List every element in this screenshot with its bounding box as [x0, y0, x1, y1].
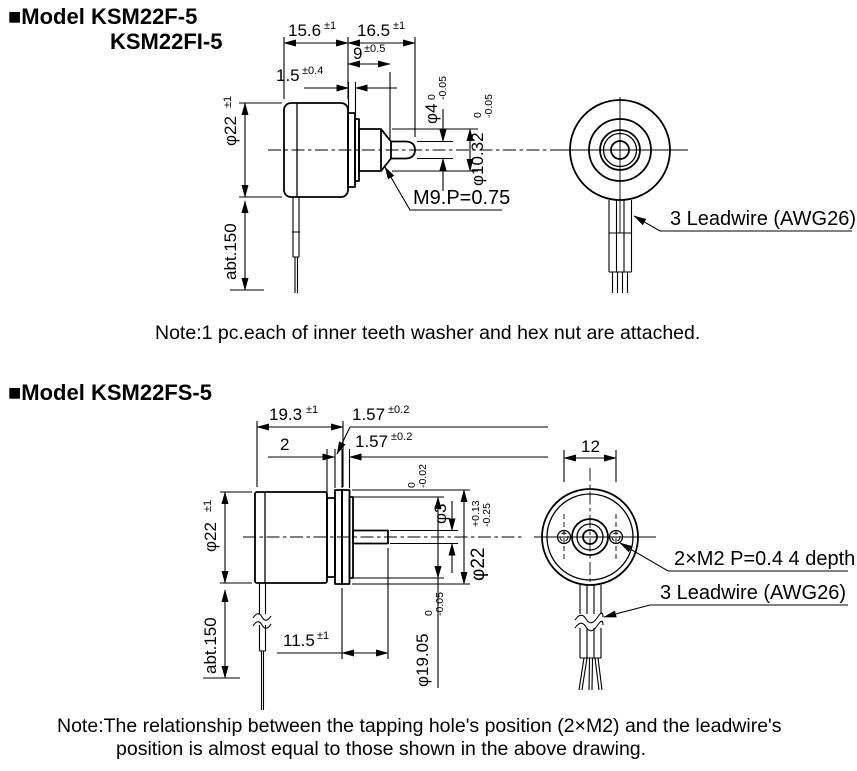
leadwire-front	[608, 200, 633, 293]
leadwire-leader-line	[633, 215, 852, 232]
dim-phi22-body-label: φ22 ±1	[201, 500, 220, 552]
leadwire-side	[258, 583, 267, 710]
extension-lines-11-5	[277, 548, 389, 659]
dim-phi22-flange-tol-lower: -0.25	[481, 503, 493, 527]
dim-phi3-tol-label: 0 -0.02	[406, 464, 429, 488]
extension-lines-19-3	[256, 421, 344, 487]
dim-16-5-tol: ±1	[393, 20, 405, 32]
dim-phi22-label: φ22 ±1	[221, 96, 240, 146]
dim-16-5: 16.5	[357, 21, 390, 40]
dim-1-57b-tol: ±0.2	[391, 431, 412, 443]
dim-phi22-flange-label: φ22	[468, 548, 489, 581]
dim-phi19-05-tol-upper: 0	[423, 610, 435, 616]
dim-phi19-05-label: φ19.05	[413, 633, 432, 687]
model1-note: Note:1 pc.each of inner teeth washer and…	[155, 322, 700, 344]
model1-title-line2: KSM22FI-5	[110, 29, 222, 54]
dim-phi4-label: φ4 0 -0.05	[422, 76, 449, 124]
leadwire-callout: 3 Leadwire (AWG26)	[660, 582, 846, 604]
dim-11-5: 11.5	[283, 631, 315, 650]
dim-phi22-flange-tol-upper: +0.13	[470, 500, 482, 527]
leadwire-callout: 3 Leadwire (AWG26)	[670, 208, 856, 230]
dim-2: 2	[280, 435, 289, 454]
dim-phi22-body-tol: ±1	[202, 500, 214, 512]
model2-dimensions: 19.3 ±1 1.57 ±0.2 2 1.57 ±0.2 φ3 0 -0.02	[201, 404, 548, 688]
dim-abt150-label: abt.150	[221, 223, 240, 280]
dim-abt150: abt.150	[221, 223, 240, 280]
body-outline	[254, 491, 328, 584]
dim-12: 12	[581, 437, 600, 456]
dim-phi22-flange: φ22	[468, 548, 489, 581]
leadwire-side	[292, 197, 300, 293]
dim-phi22-body: φ22	[201, 522, 220, 552]
dim-phi10-32-tol-upper: 0	[472, 112, 484, 118]
dim-phi10-32-label: φ10.32 0 -0.05	[468, 94, 495, 186]
tap-leader-line	[619, 542, 848, 572]
tap-callout: 2×M2 P=0.4 4 depth	[674, 548, 855, 570]
leadwire-front-wires	[578, 657, 603, 691]
leadwire-break-symbol	[252, 613, 272, 629]
model2-note-line2: position is almost equal to those shown …	[116, 738, 646, 760]
dim-phi4-tol-lower: -0.05	[437, 76, 449, 100]
dim-phi10-32: φ10.32	[468, 132, 487, 186]
model1-side-view	[268, 102, 558, 293]
dim-1-57b: 1.57	[355, 432, 388, 451]
thread-callout: M9.P=0.75	[413, 187, 510, 209]
model2-front-view: 12 2×M2 P=0.4 4 depth 3 Leadwire (AWG26)	[534, 437, 855, 691]
dim-phi3-tol-lower: -0.02	[417, 464, 429, 488]
model1-front-view: 3 Leadwire (AWG26)	[552, 97, 856, 293]
dim-phi4: φ4	[422, 104, 441, 124]
dim-19-3: 19.3	[269, 405, 302, 424]
dim-phi4-tol-upper: 0	[426, 94, 438, 100]
extension-lines-top	[283, 37, 416, 137]
model2-section: ■Model KSM22FS-5 19.3 ±1 1.57 ±0.2	[8, 380, 855, 760]
dim-19-3-tol: ±1	[306, 404, 318, 416]
dim-9-tol: ±0.5	[364, 43, 385, 55]
model1-dimensions: 15.6 ±1 16.5 ±1 9 ±0.5 1.5 ±0.4 φ4 0 -0.…	[221, 20, 510, 291]
leadwire-leader-line	[603, 604, 848, 618]
dim-abt150-label: abt.150	[201, 617, 220, 674]
extension-lines-flange	[352, 489, 470, 585]
extension-lines-1-5	[347, 82, 357, 116]
extension-lines-phi3	[390, 529, 458, 545]
dim-phi19-05-tol-label: 0 -0.05	[423, 592, 446, 616]
dim-phi22: φ22	[221, 116, 240, 146]
model2-note-line1: Note:The relationship between the tappin…	[57, 715, 782, 737]
dim-1-57a: 1.57	[352, 405, 385, 424]
dim-phi3: φ3	[431, 504, 450, 524]
dim-phi22-flange-tol-label: +0.13 -0.25	[470, 500, 493, 527]
dim-abt150: abt.150	[201, 617, 220, 674]
extension-lines-phi10-32	[392, 128, 478, 172]
dim-phi22-tol: ±1	[222, 96, 234, 108]
dim-1-57a-tol: ±0.2	[388, 404, 409, 416]
dim-15-6-tol: ±1	[324, 20, 336, 32]
extension-lines-pilot	[353, 496, 444, 688]
dim-1-5: 1.5	[276, 66, 300, 85]
dim-11-5-tol: ±1	[317, 630, 329, 642]
thread-leader-line	[384, 166, 502, 211]
dim-1-5-tol: ±0.4	[302, 65, 323, 77]
dim-phi19-05-tol-lower: -0.05	[434, 592, 446, 616]
extension-lines-plates	[326, 449, 351, 496]
front-centerlines	[552, 97, 688, 233]
leader-1-57a	[336, 426, 351, 455]
neck	[326, 497, 336, 578]
dim-9: 9	[353, 44, 362, 63]
dim-phi19-05: φ19.05	[413, 633, 432, 687]
dim-phi10-32-tol-lower: -0.05	[483, 94, 495, 118]
dim-phi3-tol-upper: 0	[406, 482, 418, 488]
leadwire-front-bundle	[579, 585, 602, 659]
leadwire-front-break-symbol	[574, 612, 604, 632]
model2-title: ■Model KSM22FS-5	[8, 380, 212, 405]
dim-phi3-label: φ3	[431, 504, 450, 524]
dim-15-6: 15.6	[288, 21, 321, 40]
bushing-chamfer	[380, 128, 392, 172]
extension-lines-phi4	[417, 140, 453, 160]
model1-title-line1: ■Model KSM22F-5	[8, 4, 197, 29]
model2-side-view	[243, 489, 525, 710]
model1-section: ■Model KSM22F-5 KSM22FI-5 15.6 ±1 16.5 ±…	[8, 4, 856, 344]
